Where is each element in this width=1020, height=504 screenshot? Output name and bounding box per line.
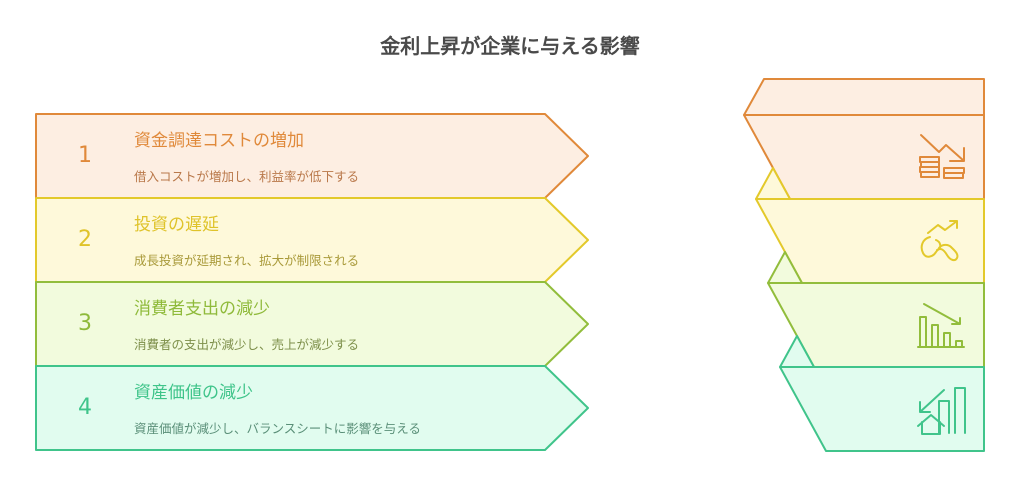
- step-4-description: 資産価値が減少し、バランスシートに影響を与える: [134, 421, 421, 436]
- step-1-description: 借入コストが増加し、利益率が低下する: [134, 169, 360, 184]
- step-1-heading: 資金調達コストの増加: [134, 131, 304, 151]
- step-2-arrow: [35, 197, 589, 283]
- step-3-heading: 消費者支出の減少: [134, 299, 270, 319]
- step-4-arrow: [35, 365, 589, 451]
- step-3-arrow: [35, 281, 589, 367]
- declining-bar-chart-icon: [917, 303, 965, 348]
- delayed-growth-icon: [920, 220, 959, 262]
- step-1-arrow: [35, 113, 589, 199]
- step-2-description: 成長投資が延期され、拡大が制限される: [134, 253, 360, 268]
- step-4-heading: 資産価値の減少: [134, 383, 253, 403]
- falling-coins-icon: [919, 134, 965, 179]
- step-1-number: 1: [78, 143, 92, 168]
- step-4-block: [779, 366, 985, 452]
- diagram-title: 金利上昇が企業に与える影響: [380, 34, 640, 58]
- step-2-number: 2: [78, 227, 92, 252]
- step-4-number: 4: [78, 395, 92, 420]
- step-2-heading: 投資の遅延: [134, 215, 219, 235]
- step-3-number: 3: [78, 311, 92, 336]
- step-3-description: 消費者の支出が減少し、売上が減少する: [134, 337, 360, 352]
- declining-property-icon: [917, 387, 966, 435]
